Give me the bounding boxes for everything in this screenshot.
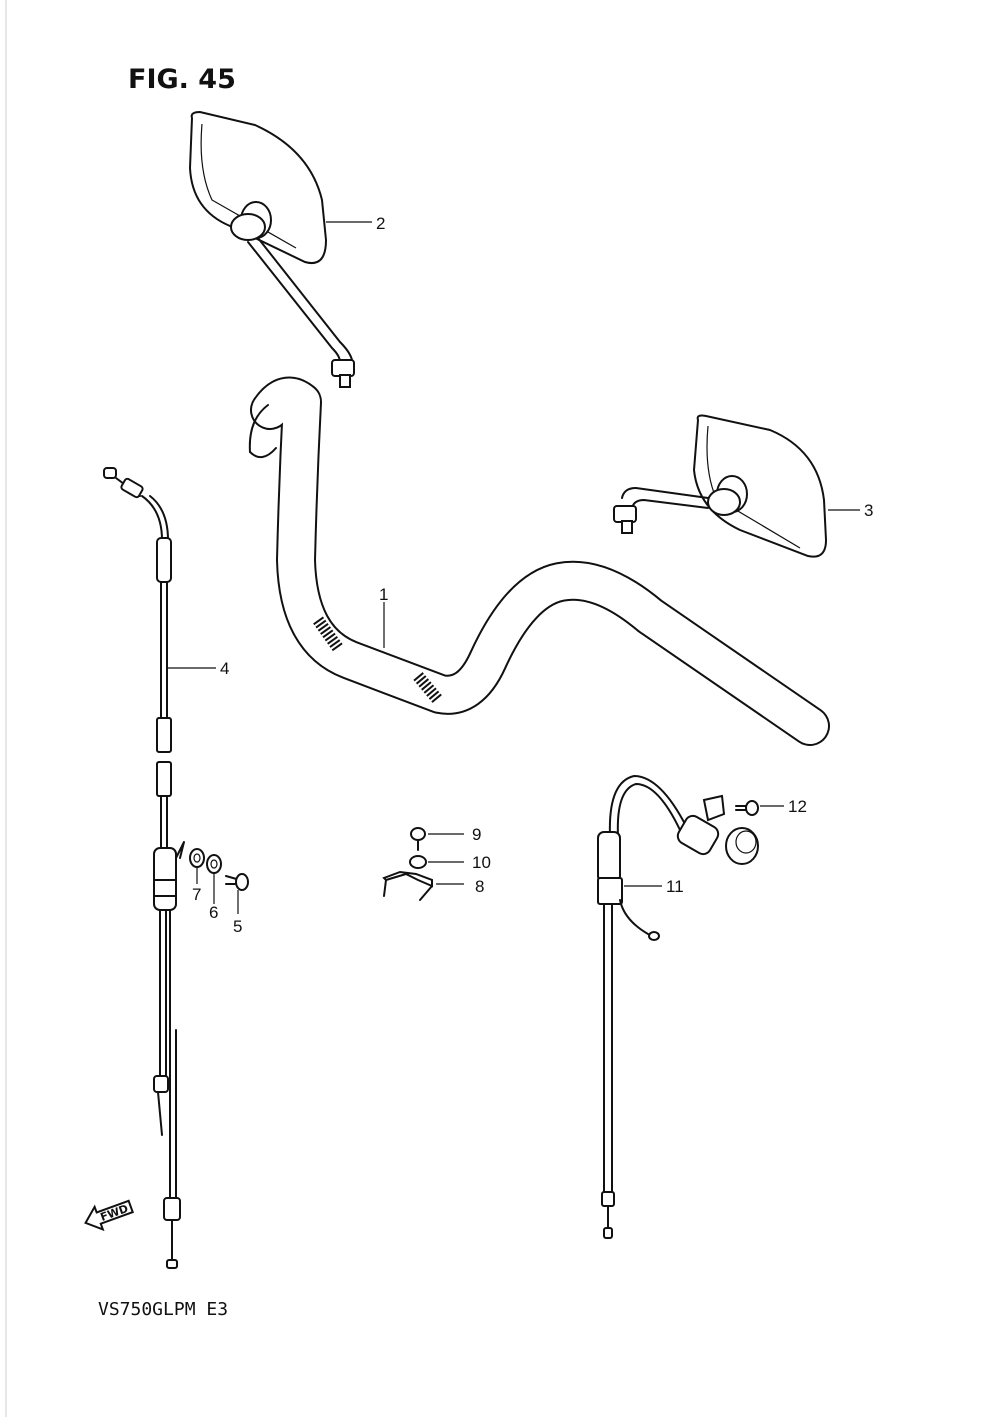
callout-9: 9 <box>472 825 481 844</box>
screw-12 <box>735 800 759 816</box>
screw-9 <box>410 827 426 851</box>
left-mirror <box>188 110 355 388</box>
callout-4: 4 <box>220 659 229 678</box>
washer-7 <box>189 848 205 868</box>
callout-10: 10 <box>472 853 491 872</box>
right-mirror <box>613 414 828 558</box>
model-code: VS750GLPM E3 <box>98 1299 228 1320</box>
nut-10 <box>409 855 427 869</box>
callout-3: 3 <box>864 501 873 520</box>
screw-5 <box>225 873 249 891</box>
clamp-8 <box>382 870 433 901</box>
callout-6: 6 <box>209 903 218 922</box>
callout-2: 2 <box>376 214 385 233</box>
choke-cable <box>597 775 759 1239</box>
fwd-label: FWD <box>99 1202 130 1224</box>
callout-1: 1 <box>379 585 388 604</box>
callout-8: 8 <box>475 877 484 896</box>
callout-5: 5 <box>233 917 242 936</box>
handlebar <box>248 376 830 746</box>
callout-11: 11 <box>666 877 684 896</box>
callout-7: 7 <box>192 885 201 904</box>
forward-arrow-icon: FWD <box>84 1199 135 1232</box>
callout-12: 12 <box>788 797 807 816</box>
throttle-cable <box>103 467 185 1269</box>
figure-title: FIG. 45 <box>128 64 236 95</box>
nut-6 <box>206 854 222 874</box>
